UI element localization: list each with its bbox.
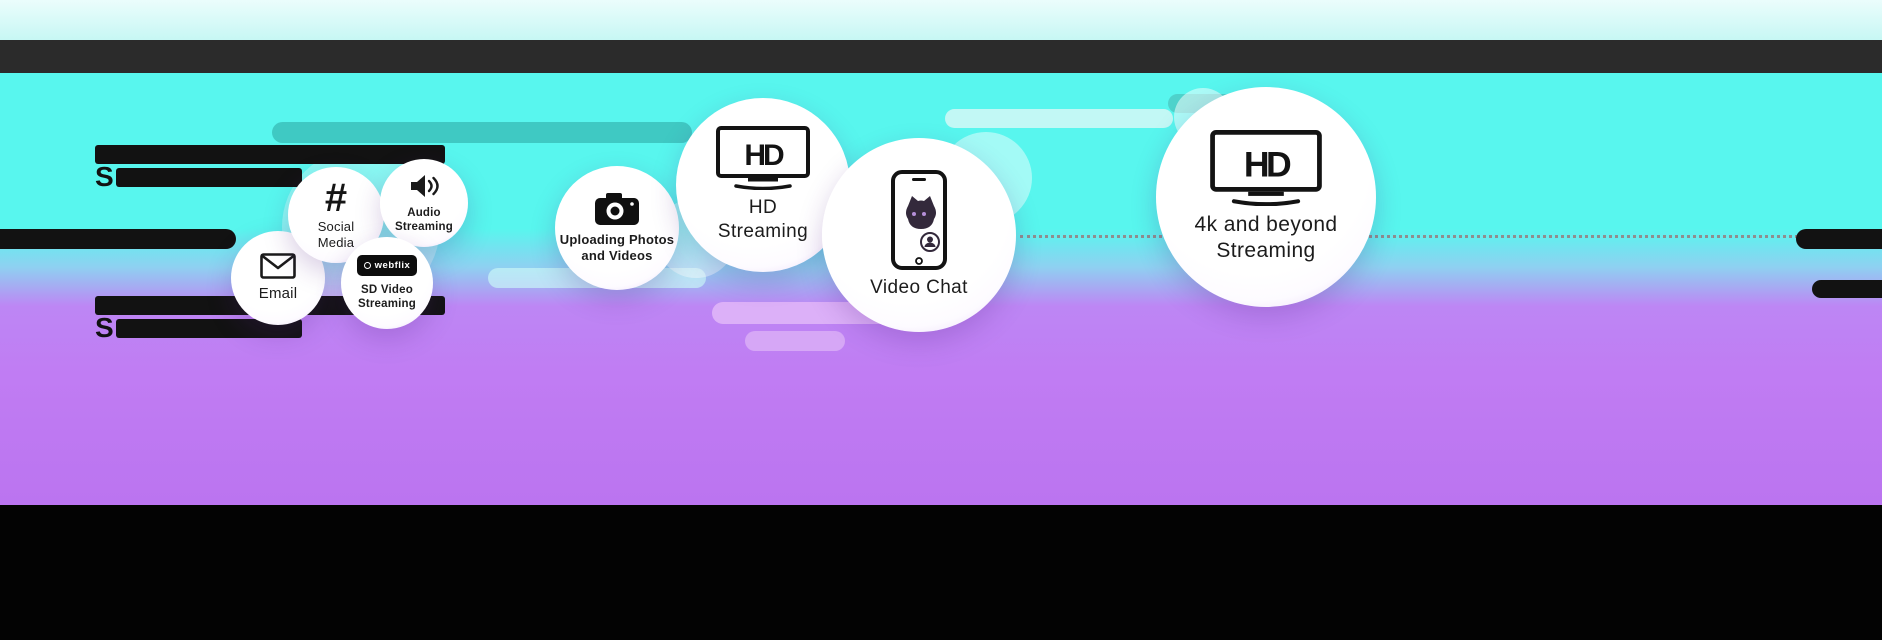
redacted-subheading-bottom: S xyxy=(95,314,302,342)
decor-pill-lavender-2 xyxy=(745,331,845,351)
bubble-video-chat-content: Video Chat xyxy=(870,170,968,300)
bubble-4k-streaming: HD 4k and beyond Streaming xyxy=(1156,87,1376,307)
redacted-subheading-bottom-bar xyxy=(115,318,302,338)
bubble-uploading-content: Uploading Photos and Videos xyxy=(560,192,674,265)
bubble-4k-streaming-label-2: Streaming xyxy=(1216,239,1316,262)
bubble-social-media-label-2: Media xyxy=(317,235,355,250)
bubble-hd-streaming-content: HD HD Streaming xyxy=(716,126,810,244)
footer-band xyxy=(0,505,1882,640)
envelope-icon xyxy=(260,252,296,279)
redacted-right-edge-bar-2 xyxy=(1812,280,1882,298)
bubble-4k-streaming-label-1: 4k and beyond xyxy=(1194,212,1338,236)
top-dark-band xyxy=(0,40,1882,73)
redacted-subheading-top-bar xyxy=(115,167,302,187)
bubble-audio-streaming-content: Audio Streaming xyxy=(395,172,453,235)
redacted-letter-bottom: S xyxy=(95,312,114,343)
bubble-uploading-label-2: and Videos xyxy=(581,248,653,263)
hd-tv-icon: HD xyxy=(1210,129,1322,206)
decor-pill-teal xyxy=(272,122,692,143)
webflix-logo-dot xyxy=(363,261,371,269)
bubble-email-content: Email xyxy=(258,252,298,304)
bubble-social-media-content: # Social Media xyxy=(317,175,355,252)
redacted-subheading-top: S xyxy=(95,163,302,191)
bubble-hd-streaming: HD HD Streaming xyxy=(676,98,850,272)
dotted-guide-line xyxy=(1020,235,1810,238)
bubble-sd-video-streaming: webflix SD Video Streaming xyxy=(341,237,433,329)
redacted-letter-top: S xyxy=(95,161,114,192)
bubble-audio-streaming: Audio Streaming xyxy=(380,159,468,247)
redacted-heading-top-bar xyxy=(95,145,445,164)
hd-tv-screen-text: HD xyxy=(744,139,784,172)
bubble-video-chat: Video Chat xyxy=(822,138,1016,332)
bubble-uploading-photos-videos: Uploading Photos and Videos xyxy=(555,166,679,290)
phone-video-chat-icon xyxy=(890,170,947,271)
bubble-hd-streaming-label-1: HD xyxy=(748,197,778,219)
camera-icon xyxy=(594,192,639,225)
speaker-icon xyxy=(410,174,439,197)
hd-tv-screen-text: HD xyxy=(1244,144,1291,184)
bubble-video-chat-label: Video Chat xyxy=(870,277,968,299)
bubble-sd-video-label-1: SD Video xyxy=(361,283,413,296)
redacted-left-edge-bar xyxy=(0,229,236,249)
bubble-4k-streaming-content: HD 4k and beyond Streaming xyxy=(1194,129,1338,265)
hd-tv-icon: HD xyxy=(716,126,810,191)
redacted-right-edge-bar-1 xyxy=(1796,229,1882,249)
webflix-logo: webflix xyxy=(356,254,418,276)
bubble-hd-streaming-label-2: Streaming xyxy=(717,221,809,242)
top-strip xyxy=(0,0,1882,40)
decor-pill-pale-cyan xyxy=(945,109,1173,128)
bubble-audio-streaming-label-1: Audio xyxy=(407,206,441,219)
bubble-social-media-label-1: Social xyxy=(317,218,355,234)
bubble-audio-streaming-label-2: Streaming xyxy=(394,221,454,233)
bubble-sd-video-label-2: Streaming xyxy=(357,298,417,310)
bubble-email-label: Email xyxy=(258,284,298,302)
hashtag-icon: # xyxy=(324,175,348,220)
bubble-uploading-label-1: Uploading Photos xyxy=(559,231,675,247)
webflix-logo-text: webflix xyxy=(374,259,411,271)
bubble-sd-video-streaming-content: webflix SD Video Streaming xyxy=(356,254,418,312)
